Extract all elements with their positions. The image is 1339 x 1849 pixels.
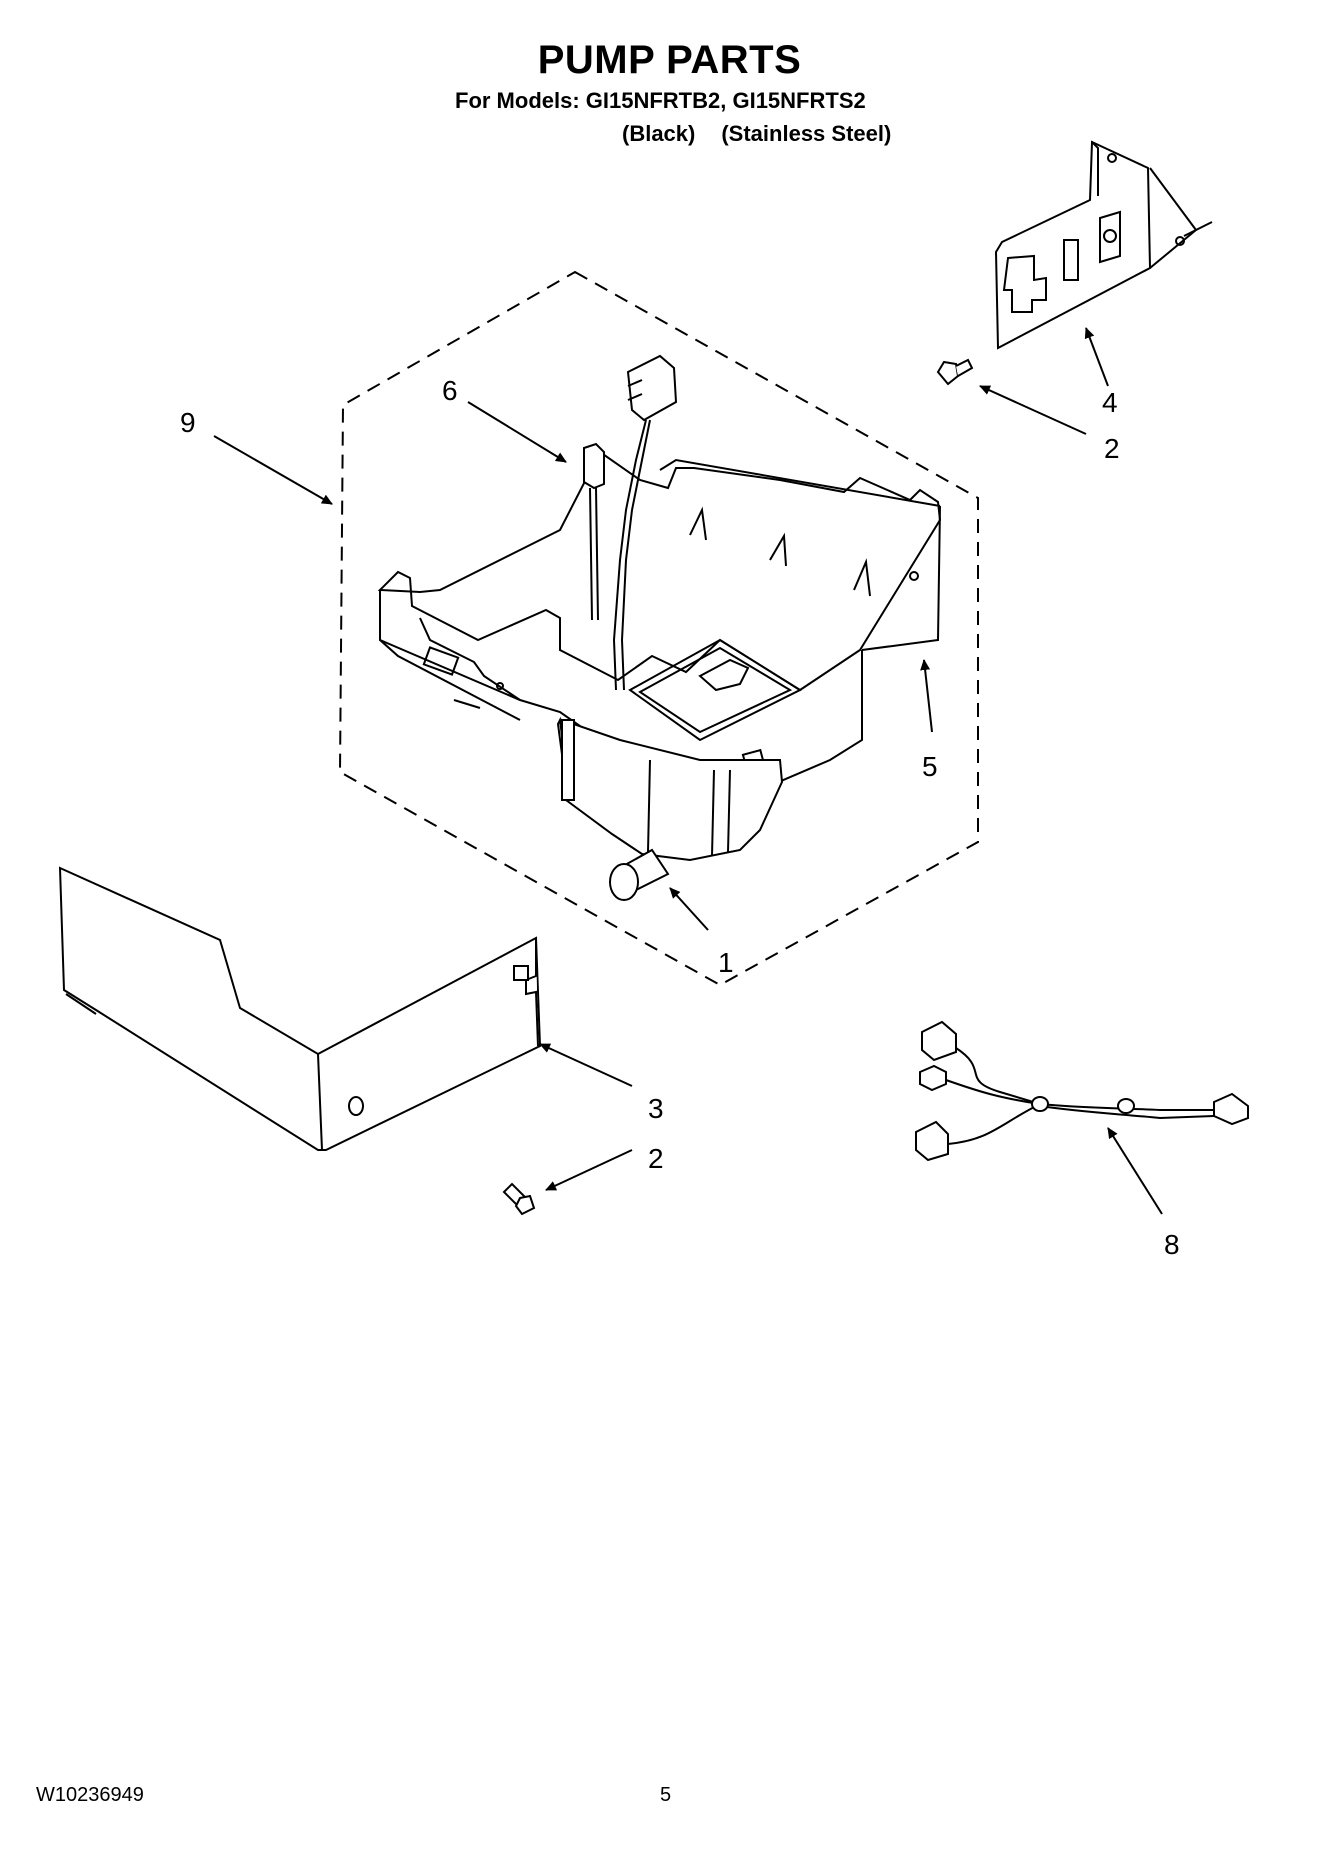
pump-tray [377, 450, 942, 792]
callout-9: 9 [180, 407, 196, 438]
callout-2-bottom: 2 [648, 1143, 664, 1174]
document-number: W10236949 [36, 1784, 144, 1806]
callout-1: 1 [718, 947, 734, 978]
leader-3 [539, 1043, 633, 1087]
callout-8: 8 [1164, 1229, 1180, 1260]
leader-2-top [979, 385, 1087, 435]
screw-bottom [502, 1182, 536, 1216]
callout-2-top: 2 [1104, 433, 1120, 464]
leader-2-bottom [545, 1149, 633, 1191]
page-number: 5 [660, 1784, 672, 1806]
finish-black: (Black) [622, 121, 696, 146]
leader-lines [213, 327, 1163, 1215]
models-line: For Models: GI15NFRTB2, GI15NFRTS2 [455, 88, 866, 113]
callout-3: 3 [648, 1093, 664, 1124]
screw-top [936, 358, 974, 386]
finish-stainless: (Stainless Steel) [721, 121, 892, 146]
callout-5: 5 [922, 751, 938, 782]
wire-harness [915, 1020, 1249, 1162]
callout-6: 6 [442, 375, 458, 406]
finish-labels: (Black) (Stainless Steel) [622, 121, 917, 147]
leader-8 [1107, 1127, 1163, 1215]
internal-wire-harness [583, 354, 678, 691]
cover-panel [58, 866, 542, 1151]
mounting-bracket [994, 140, 1213, 350]
page-title: PUMP PARTS [537, 38, 802, 82]
callout-4: 4 [1102, 387, 1118, 418]
leader-9 [213, 435, 333, 505]
leader-1 [669, 887, 709, 931]
leader-4 [1084, 327, 1109, 387]
pump-body [556, 716, 784, 901]
leader-6 [467, 401, 567, 463]
assembly-boundary [338, 270, 979, 987]
leader-5 [920, 659, 933, 733]
